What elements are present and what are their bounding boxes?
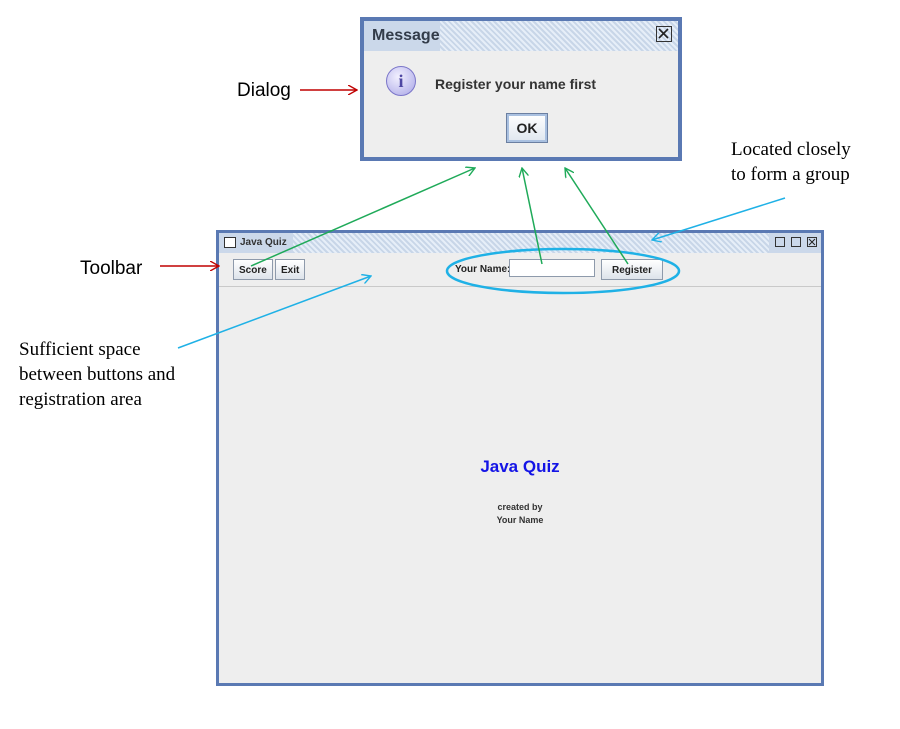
input-to-dialog-arrow [522,168,543,265]
dialog-title: Message [372,27,440,44]
dialog-annotation: Dialog [237,80,291,101]
spacing-annotation: Sufficient space between buttons and reg… [19,337,175,412]
java-quiz-window: Java Quiz Score Exit Your Name: Register… [216,230,824,686]
window-app-icon [224,237,236,248]
toolbar: Score Exit Your Name: Register [219,253,821,287]
window-titlebar[interactable]: Java Quiz [219,233,821,253]
toolbar-annotation: Toolbar [80,258,143,279]
score-to-dialog-arrow [250,168,475,267]
spacing-annotation-line-1: Sufficient space [19,339,141,360]
register-to-dialog-arrow [565,168,629,265]
dialog-message: Register your name first [435,76,597,92]
name-label: Your Name: [455,264,511,275]
created-by-label: created by [497,502,543,512]
grouping-annotation-line-2: to form a group [731,164,850,185]
message-dialog: Message i Register your name first OK [360,17,682,161]
window-title: Java Quiz [240,237,287,248]
spacing-annotation-line-3: registration area [19,389,142,410]
spacing-annotation-line-2: between buttons and [19,364,176,385]
grouping-annotation: Located closely to form a group [731,137,851,187]
credits: created by Your Name [219,501,821,527]
quiz-title: Java Quiz [480,457,560,476]
dialog-close-icon[interactable] [656,26,672,42]
spacing-pointer-arrow [177,276,371,349]
info-icon: i [386,66,416,96]
grouping-annotation-line-1: Located closely [731,139,851,160]
register-button[interactable]: Register [601,259,663,280]
dialog-titlebar[interactable]: Message [364,21,678,51]
author-name: Your Name [496,515,544,525]
maximize-icon[interactable] [791,237,801,247]
minimize-icon[interactable] [775,237,785,247]
close-icon[interactable] [807,237,817,247]
score-button[interactable]: Score [233,259,273,280]
grouping-pointer-arrow [652,197,786,240]
ok-button[interactable]: OK [506,113,548,143]
registration-group-ellipse [445,247,681,295]
name-input[interactable] [509,259,595,277]
exit-button[interactable]: Exit [275,259,306,280]
